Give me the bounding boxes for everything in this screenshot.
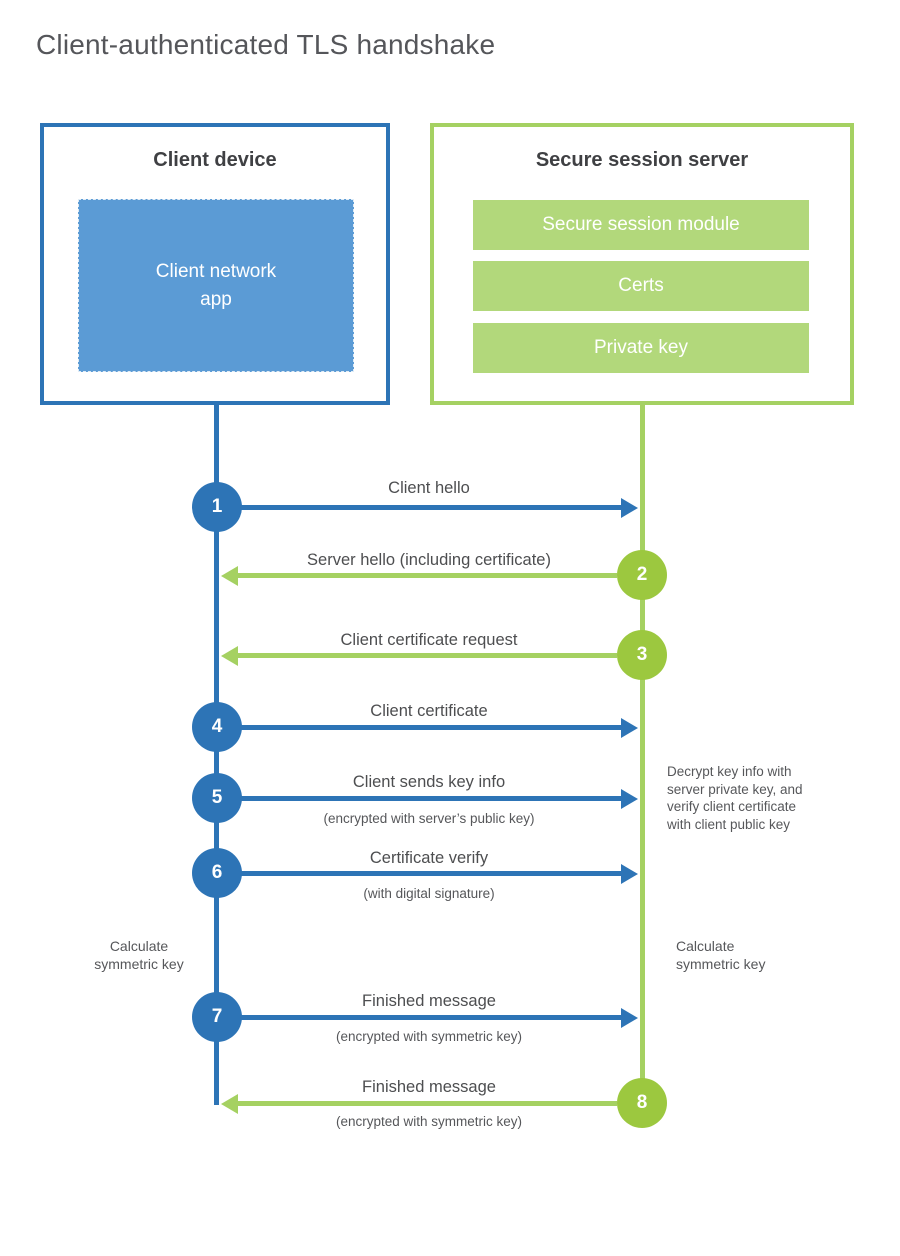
arrow-client-hello — [240, 497, 638, 518]
step-circle-8: 8 — [617, 1078, 667, 1128]
step-circle-2: 2 — [617, 550, 667, 600]
step-label-6: Certificate verify — [369, 849, 489, 867]
step-circle-4: 4 — [192, 702, 242, 752]
arrow-certificate-verify — [240, 863, 638, 884]
decrypt-key-note: Decrypt key info with server private key… — [667, 764, 803, 832]
step-circle-7: 7 — [192, 992, 242, 1042]
server-module-certs: Certs — [473, 261, 809, 311]
step-label-4: Client certificate — [370, 702, 488, 720]
step-label-2: Server hello (including certificate) — [307, 551, 551, 569]
server-module-private-key: Private key — [473, 323, 809, 373]
client-lifeline — [214, 405, 219, 1105]
arrow-finished-message-client — [240, 1007, 638, 1028]
step-label-7: Finished message — [362, 992, 496, 1010]
secure-session-server-title: Secure session server — [535, 149, 749, 171]
step-sublabel-5: (encrypted with server’s public key) — [323, 811, 535, 826]
step-circle-3: 3 — [617, 630, 667, 680]
step-circle-6: 6 — [192, 848, 242, 898]
page-title: Client-authenticated TLS handshake — [36, 29, 496, 60]
step-label-3: Client certificate request — [340, 631, 518, 649]
arrow-client-certificate — [240, 717, 638, 738]
step-label-8: Finished message — [362, 1078, 496, 1096]
arrow-finished-message-server — [221, 1093, 617, 1114]
arrow-client-sends-key-info — [240, 788, 638, 809]
arrow-server-hello — [221, 565, 617, 586]
client-network-app-box: Client network app — [78, 199, 354, 372]
server-lifeline — [640, 405, 645, 1105]
step-sublabel-8: (encrypted with symmetric key) — [335, 1114, 523, 1129]
step-sublabel-6: (with digital signature) — [363, 886, 495, 901]
client-network-app-label: Client network app — [155, 260, 277, 310]
arrow-client-certificate-request — [221, 645, 617, 666]
step-circle-5: 5 — [192, 773, 242, 823]
step-sublabel-7: (encrypted with symmetric key) — [335, 1029, 523, 1044]
step-label-1: Client hello — [388, 479, 470, 497]
step-label-5: Client sends key info — [352, 773, 506, 791]
server-module-secure-session: Secure session module — [473, 200, 809, 250]
client-device-title: Client device — [153, 149, 277, 171]
calculate-symmetric-key-client: Calculate symmetric key — [94, 938, 184, 972]
step-circle-1: 1 — [192, 482, 242, 532]
calculate-symmetric-key-server: Calculate symmetric key — [676, 938, 766, 972]
